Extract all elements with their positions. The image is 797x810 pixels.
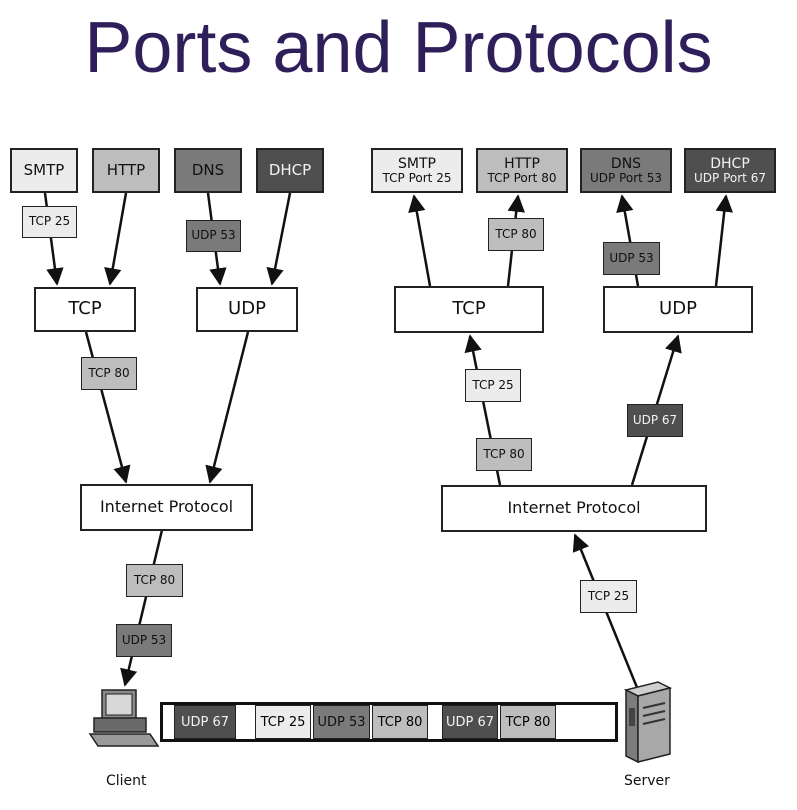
client-dhcp-label: DHCP [268, 160, 312, 179]
server-tag-tcp25-text: TCP 25 [472, 377, 514, 392]
server-tag-tcp80-top: TCP 80 [488, 218, 544, 251]
client-tag-udp53-low: UDP 53 [116, 624, 172, 657]
server-dns-port: UDP Port 53 [590, 170, 662, 185]
client-udp-box: UDP [196, 287, 298, 332]
wire-packet-udp53: UDP 53 [313, 705, 370, 739]
arrow-ip-to-client [120, 529, 164, 687]
client-tag-udp53-low-text: UDP 53 [121, 632, 167, 647]
server-tower-icon [623, 681, 673, 764]
wire-packet-tcp80-2: TCP 80 [500, 705, 556, 739]
client-http-box: HTTP [92, 148, 160, 193]
client-computer-icon [88, 689, 160, 747]
client-ip-box: Internet Protocol [80, 484, 253, 531]
arrow-tcp-to-ip [84, 331, 131, 484]
client-tag-tcp80-low-text: TCP 80 [133, 572, 176, 587]
server-tag-udp67: UDP 67 [627, 404, 683, 437]
arrow-http-to-tcp [104, 192, 128, 286]
server-dhcp-label: DHCP [710, 155, 750, 172]
client-dhcp-box: DHCP [256, 148, 324, 193]
server-label: Server [624, 773, 670, 789]
server-ip-label: Internet Protocol [507, 498, 641, 518]
server-ip-box: Internet Protocol [441, 485, 707, 532]
client-tag-tcp25: TCP 25 [22, 206, 77, 238]
arrow-tcp-to-smtp [408, 194, 432, 287]
server-tcp-box: TCP [394, 286, 544, 333]
client-tag-tcp80-low: TCP 80 [126, 564, 183, 597]
wire-packet-udp67-2: UDP 67 [442, 705, 498, 739]
client-tag-udp53-text: UDP 53 [191, 228, 236, 243]
server-http-label: HTTP [504, 155, 540, 172]
client-dns-box: DNS [174, 148, 242, 193]
client-dns-label: DNS [191, 160, 225, 179]
server-http-port: TCP Port 80 [487, 170, 557, 185]
server-tag-tcp80-top-text: TCP 80 [495, 226, 537, 241]
arrow-dhcp-to-udp [266, 192, 292, 286]
arrow-udp-to-ip [205, 331, 250, 484]
server-udp-label: UDP [659, 298, 697, 320]
client-tag-tcp80-text: TCP 80 [88, 365, 130, 380]
wire-packet-tcp80: TCP 80 [372, 705, 428, 739]
client-tcp-box: TCP [34, 287, 136, 332]
client-smtp-label: SMTP [23, 160, 65, 179]
server-http-box: HTTP TCP Port 80 [476, 148, 568, 193]
client-ip-label: Internet Protocol [99, 497, 234, 517]
server-tag-tcp25: TCP 25 [465, 369, 521, 402]
page-title: Ports and Protocols [84, 8, 713, 88]
server-smtp-label: SMTP [398, 155, 436, 172]
wire-packet-udp67: UDP 67 [174, 705, 236, 739]
client-label: Client [106, 773, 147, 789]
client-tag-tcp25-text: TCP 25 [28, 214, 71, 229]
server-tag-udp67-text: UDP 67 [632, 412, 678, 427]
client-tag-udp53: UDP 53 [186, 220, 241, 252]
client-tag-tcp80: TCP 80 [81, 357, 137, 390]
client-tcp-label: TCP [68, 298, 102, 320]
client-udp-label: UDP [228, 298, 266, 320]
client-smtp-box: SMTP [10, 148, 78, 193]
server-smtp-box: SMTP TCP Port 25 [371, 148, 463, 193]
server-dns-box: DNS UDP Port 53 [580, 148, 672, 193]
server-dns-label: DNS [610, 155, 642, 172]
wire-packet-tcp25: TCP 25 [255, 705, 311, 739]
server-tag-udp53: UDP 53 [603, 242, 660, 275]
server-dhcp-box: DHCP UDP Port 67 [684, 148, 776, 193]
server-tcp-label: TCP [452, 298, 486, 320]
server-smtp-port: TCP Port 25 [382, 170, 452, 185]
server-tag-tcp80: TCP 80 [476, 438, 532, 471]
server-tag-tcp25-low-text: TCP 25 [587, 588, 630, 603]
server-dhcp-port: UDP Port 67 [694, 170, 766, 185]
server-udp-box: UDP [603, 286, 753, 333]
client-http-label: HTTP [106, 160, 146, 179]
server-tag-tcp25-low: TCP 25 [580, 580, 637, 613]
server-tag-udp53-text: UDP 53 [609, 250, 654, 265]
server-tag-tcp80-text: TCP 80 [483, 446, 525, 461]
arrow-udp-to-dhcp [714, 194, 733, 287]
